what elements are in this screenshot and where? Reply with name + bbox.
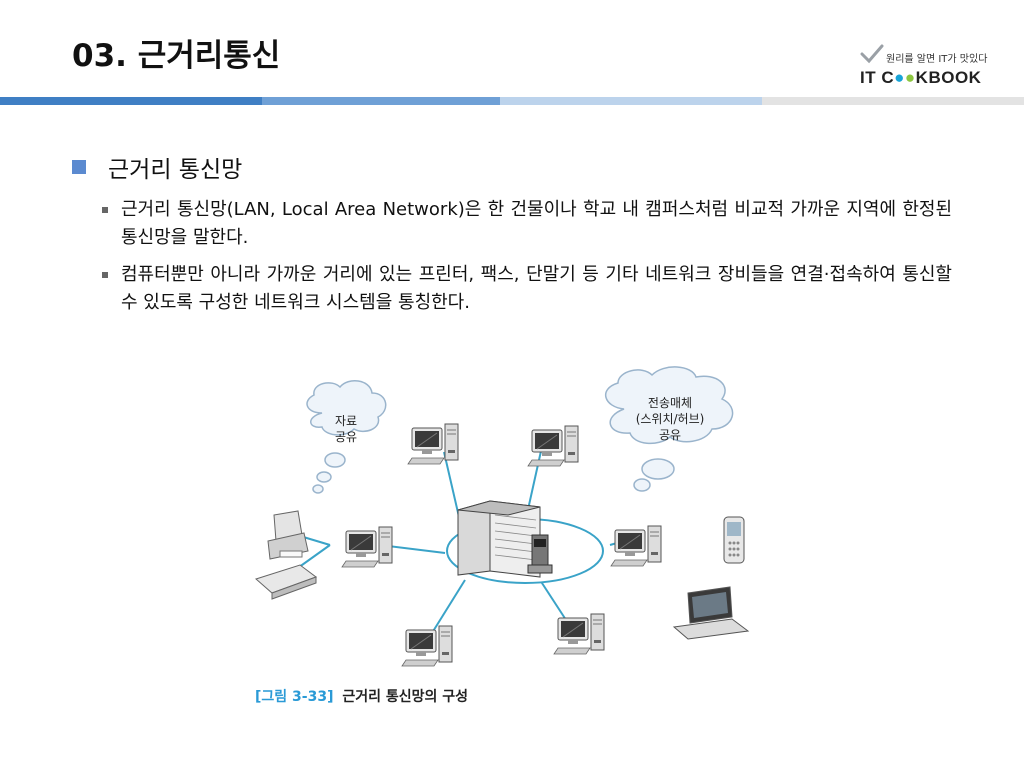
logo-brand-suffix: KBOOK [915,68,982,87]
page-title: 03. 근거리통신 [72,38,281,74]
logo: 원리를 알면 IT가 맛있다 IT C●●KBOOK [856,44,1006,96]
scanner-icon [255,564,318,600]
laptop-icon [672,586,750,640]
cloud-shared-data: 자료 공유 [306,380,387,494]
cloud-right-line: 전송매체 [648,396,692,410]
header-bar-segment [762,97,1024,105]
header-bar-segment [500,97,762,105]
logo-dot-icon: ● [894,68,905,87]
logo-brand: IT C●●KBOOK [860,68,981,88]
header-bar-segment [262,97,500,105]
bullet-item: 컴퓨터뿐만 아니라 가까운 거리에 있는 프린터, 팩스, 단말기 등 기타 네… [102,261,952,317]
bullet-item: 근거리 통신망(LAN, Local Area Network)은 한 건물이나… [102,196,952,252]
figure-number: [그림 3-33] [255,689,334,705]
bullet-item-text: 근거리 통신망(LAN, Local Area Network)은 한 건물이나… [121,199,952,248]
cloud-right-line: 공유 [659,428,681,442]
small-square-bullet-icon [102,207,108,213]
square-bullet-icon [72,160,86,174]
computer-icon [401,625,453,667]
logo-dot-icon: ● [904,68,916,87]
header-bar-segment [0,97,262,105]
cloud-left-line: 자료 [335,414,357,428]
small-square-bullet-icon [102,272,108,278]
check-icon [860,44,884,64]
lan-diagram: 자료 공유 전송매체 (스위치/허브) 공유 [255,366,750,667]
cloud-left-line: 공유 [335,430,357,444]
printer-icon [267,510,309,560]
server-icon [457,500,553,578]
logo-tagline: 원리를 알면 IT가 맛있다 [886,54,988,65]
figure-title: 근거리 통신망의 구성 [342,689,469,705]
bullet-item-text: 컴퓨터뿐만 아니라 가까운 거리에 있는 프린터, 팩스, 단말기 등 기타 네… [121,264,952,313]
computer-icon [407,423,459,465]
logo-brand-prefix: IT C [860,68,895,87]
bullet-heading: 근거리 통신망 [72,150,242,184]
figure-caption: [그림 3-33] 근거리 통신망의 구성 [255,686,468,706]
bullet-heading-text: 근거리 통신망 [108,157,243,183]
cloud-shared-medium: 전송매체 (스위치/허브) 공유 [605,366,734,492]
computer-icon [341,526,393,568]
computer-icon [527,425,579,467]
computer-icon [610,525,662,567]
mobile-phone-icon [723,516,745,564]
cloud-right-line: (스위치/허브) [636,412,705,426]
computer-icon [553,613,605,655]
